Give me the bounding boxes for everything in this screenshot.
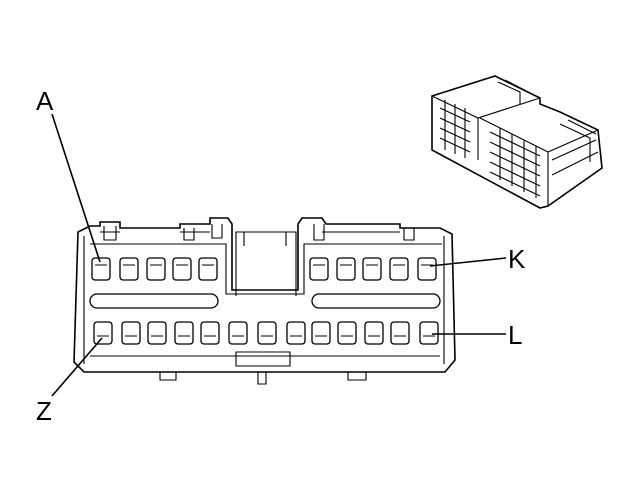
pin-cavity (362, 257, 382, 281)
connector-isometric-view (431, 75, 603, 209)
pin-cavity (146, 257, 166, 281)
upper-pin-row (91, 257, 437, 281)
pin-cavity (257, 321, 277, 345)
pin-cavity (309, 257, 329, 281)
callout-label-z: Z (36, 396, 52, 426)
pin-cavity (200, 321, 220, 345)
pin-cavity (228, 321, 248, 345)
pin-cavity (336, 257, 356, 281)
callout-label-a: A (36, 86, 54, 116)
leader-line-a (51, 113, 101, 263)
pin-cavity (286, 321, 306, 345)
callout-label-l: L (508, 320, 522, 350)
leader-line-k (429, 257, 507, 267)
divider-rib-left (89, 293, 219, 309)
pin-cavity (337, 321, 357, 345)
pin-cavity (172, 257, 192, 281)
connector-face-view (73, 217, 456, 385)
pin-cavity (419, 321, 439, 345)
pin-cavity (198, 257, 218, 281)
pin-cavity (389, 257, 409, 281)
leader-line-z (51, 337, 103, 397)
pin-cavity (147, 321, 167, 345)
pin-cavity (121, 321, 141, 345)
pin-cavity (119, 257, 139, 281)
lower-pin-row (93, 321, 439, 345)
pin-cavity (390, 321, 410, 345)
pin-cavity (311, 321, 331, 345)
pin-cavity (174, 321, 194, 345)
pin-cavity (91, 257, 111, 281)
pin-cavity (364, 321, 384, 345)
pin-cavity (93, 321, 113, 345)
divider-rib-right (311, 293, 441, 309)
callout-label-k: K (508, 244, 526, 274)
pin-cavity (417, 257, 437, 281)
